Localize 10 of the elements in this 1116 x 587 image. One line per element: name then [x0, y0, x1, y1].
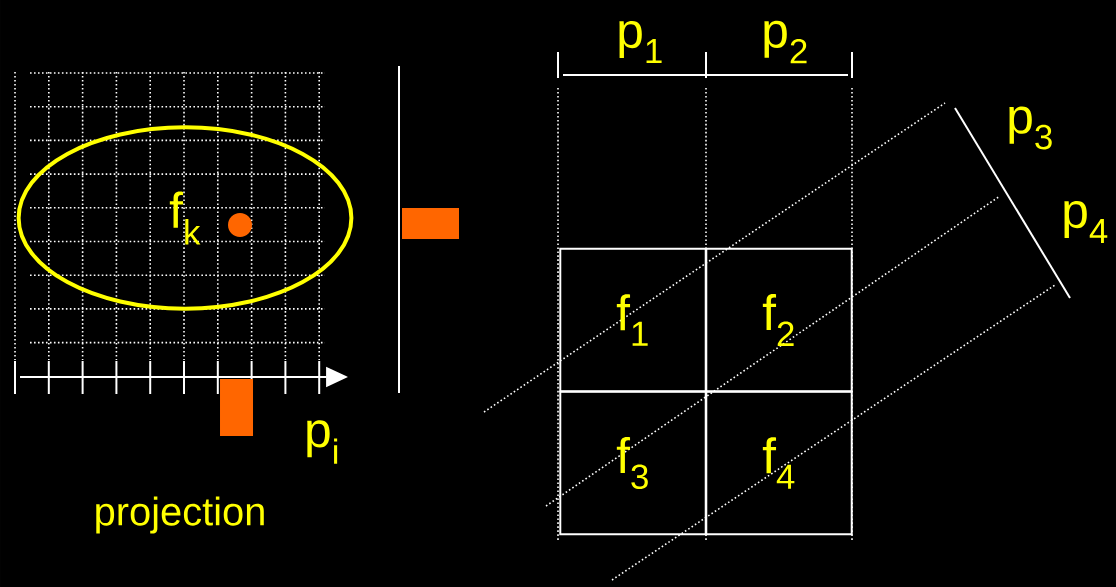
axis-label: p$_{4}$: [1064, 200, 1108, 244]
axis-label: p$_{2}$: [764, 20, 807, 64]
grid-cell: f$_{1}$: [559, 247, 707, 393]
grid-cell: f$_{2}$: [705, 247, 853, 393]
axis-label: p$_{i}$: [307, 420, 338, 464]
axis-label: p$_{1}$: [619, 20, 662, 64]
grid-cell: f$_{4}$: [705, 390, 853, 536]
caption: projection: [96, 496, 264, 534]
axis-label: p$_{3}$: [1009, 106, 1052, 150]
grid-cell: f$_{3}$: [559, 390, 707, 536]
